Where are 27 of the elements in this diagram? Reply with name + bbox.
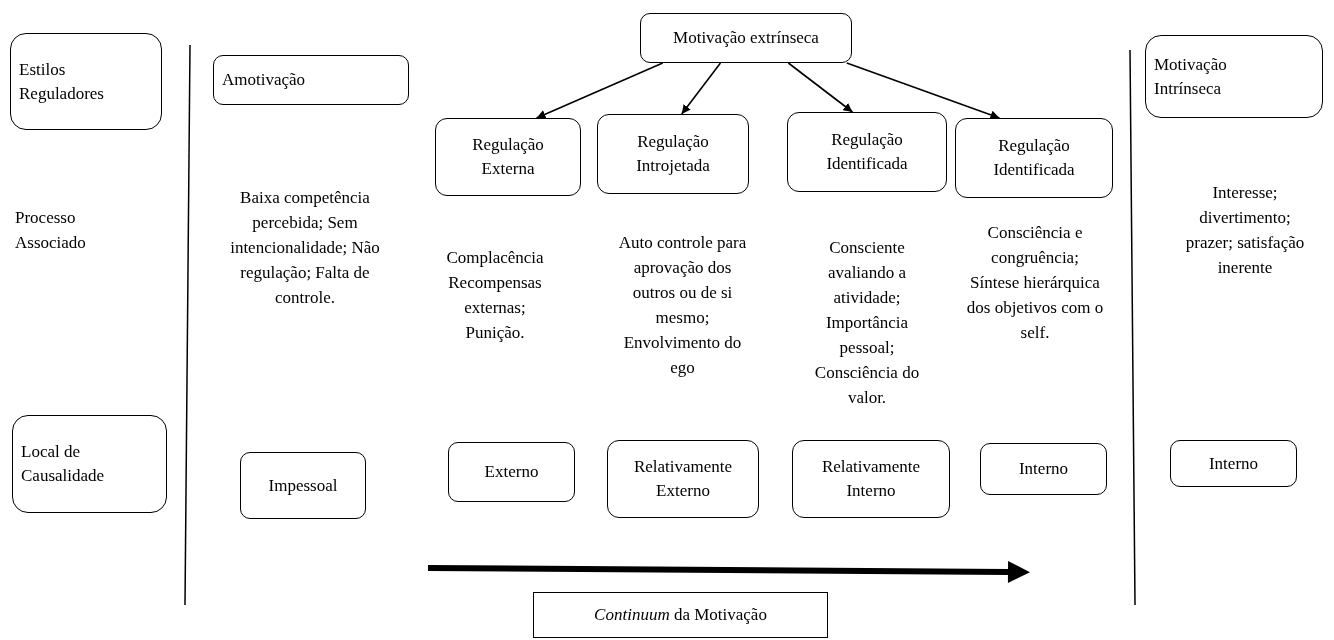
process-description: Baixa competência percebida; Sem intencionalidade; Não regulação; Falta de controle. <box>229 187 381 309</box>
rounded-box: Motivação Intrínseca <box>1145 35 1323 118</box>
rounded-box: Interno <box>1170 440 1297 487</box>
rounded-box: Impessoal <box>240 452 366 519</box>
arrow <box>535 62 664 119</box>
process-description: Auto controle para aprovação dos outros ou de si mesmo; Envolvimento do ego <box>617 232 748 379</box>
process-description: Consciente avaliando a atividade; Importância pessoal; Consciência do valor. <box>813 237 921 409</box>
rounded-box: Regulação Identificada <box>787 112 947 192</box>
rounded-box: Motivação extrínseca <box>640 13 852 63</box>
rounded-box: Regulação Introjetada <box>597 114 749 194</box>
process-description: Interesse; divertimento; prazer; satisfação inerente <box>1185 182 1305 279</box>
rounded-box: Regulação Externa <box>435 118 581 196</box>
rounded-box: Amotivação <box>213 55 409 105</box>
rounded-box: Regulação Identificada <box>955 118 1113 198</box>
arrow <box>846 62 1001 120</box>
rounded-box: Relativamente Externo <box>607 440 759 518</box>
rounded-box: Interno <box>980 443 1107 495</box>
process-description: Complacência Recompensas externas; Punição. <box>445 247 545 344</box>
caption-box: Continuum da Motivação <box>533 592 828 638</box>
arrow <box>680 62 722 115</box>
rounded-box: Estilos Reguladores <box>10 33 162 130</box>
rounded-box: Externo <box>448 442 575 502</box>
arrow <box>787 62 854 113</box>
process-description: Consciência e congruência; Síntese hierárquica dos objetivos com o self. <box>965 222 1105 344</box>
row-heading: Processo Associado <box>15 207 87 254</box>
rounded-box: Local de Causalidade <box>12 415 167 513</box>
rounded-box: Relativamente Interno <box>792 440 950 518</box>
